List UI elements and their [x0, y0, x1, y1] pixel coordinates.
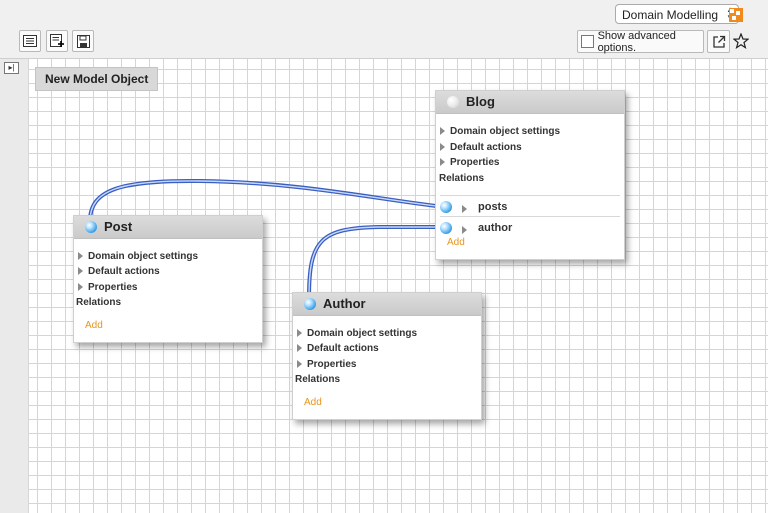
- divider: [440, 195, 620, 196]
- expand-triangle-icon: [297, 329, 302, 337]
- blog-relations-label: Relations: [439, 173, 485, 184]
- expand-triangle-icon: [440, 143, 445, 151]
- show-advanced-options-label: Show advanced options.: [597, 29, 676, 54]
- blog-node-header[interactable]: Blog: [436, 91, 624, 114]
- chevron-right-icon: ▸|: [8, 63, 15, 72]
- relation-endpoint-icon[interactable]: [440, 201, 452, 213]
- favorite-button[interactable]: [732, 30, 750, 52]
- list-view-button[interactable]: [19, 30, 41, 52]
- add-object-button[interactable]: [46, 30, 68, 52]
- blog-node[interactable]: Blog Domain object settings Default acti…: [435, 90, 625, 260]
- show-advanced-options-button[interactable]: Show advanced options.: [577, 29, 704, 54]
- add-list-icon: [49, 34, 64, 47]
- author-domain-settings[interactable]: Domain object settings: [297, 328, 417, 339]
- node-connection-icon[interactable]: [85, 221, 97, 233]
- new-model-object-button[interactable]: New Model Object: [35, 67, 159, 91]
- node-status-icon: [447, 96, 459, 108]
- post-default-actions[interactable]: Default actions: [78, 266, 160, 277]
- blog-relation-author[interactable]: author: [436, 219, 624, 239]
- post-add-relation-link[interactable]: Add: [85, 320, 103, 331]
- brand-logo-icon: [729, 8, 743, 22]
- expand-triangle-icon: [462, 205, 467, 213]
- relation-endpoint-icon[interactable]: [440, 222, 452, 234]
- options-icon: [581, 35, 594, 48]
- mode-select-value: Domain Modelling: [622, 8, 719, 22]
- author-node[interactable]: Author Domain object settings Default ac…: [292, 292, 482, 420]
- post-properties[interactable]: Properties: [78, 282, 137, 293]
- top-toolbar: Domain Modelling ▲▼ Show advanced option…: [0, 0, 768, 59]
- blog-node-title: Blog: [466, 94, 495, 109]
- author-node-title: Author: [323, 296, 366, 311]
- expand-triangle-icon: [462, 226, 467, 234]
- blog-domain-settings[interactable]: Domain object settings: [440, 126, 560, 137]
- post-node[interactable]: Post Domain object settings Default acti…: [73, 215, 263, 343]
- expand-triangle-icon: [78, 267, 83, 275]
- blog-default-actions[interactable]: Default actions: [440, 142, 522, 153]
- save-button[interactable]: [72, 30, 94, 52]
- expand-triangle-icon: [78, 252, 83, 260]
- post-node-title: Post: [104, 219, 133, 234]
- star-icon: [733, 33, 749, 49]
- post-domain-settings[interactable]: Domain object settings: [78, 251, 198, 262]
- author-default-actions[interactable]: Default actions: [297, 343, 379, 354]
- author-properties[interactable]: Properties: [297, 359, 356, 370]
- save-icon: [76, 34, 90, 48]
- node-connection-icon[interactable]: [304, 298, 316, 310]
- expand-triangle-icon: [297, 360, 302, 368]
- blog-add-relation-link[interactable]: Add: [447, 237, 465, 248]
- blog-relation-posts[interactable]: posts: [436, 198, 624, 218]
- post-node-header[interactable]: Post: [74, 216, 262, 239]
- external-link-icon: [712, 35, 725, 48]
- expand-sidebar-button[interactable]: ▸|: [4, 62, 19, 74]
- expand-triangle-icon: [440, 158, 445, 166]
- left-sidebar-strip: [0, 59, 29, 513]
- divider: [440, 216, 620, 217]
- author-node-header[interactable]: Author: [293, 293, 481, 316]
- author-add-relation-link[interactable]: Add: [304, 397, 322, 408]
- author-relations-label: Relations: [295, 374, 341, 385]
- expand-triangle-icon: [297, 344, 302, 352]
- open-external-button[interactable]: [707, 30, 730, 53]
- list-icon: [23, 35, 37, 47]
- blog-properties[interactable]: Properties: [440, 157, 499, 168]
- post-relations-label: Relations: [76, 297, 122, 308]
- expand-triangle-icon: [78, 283, 83, 291]
- expand-triangle-icon: [440, 127, 445, 135]
